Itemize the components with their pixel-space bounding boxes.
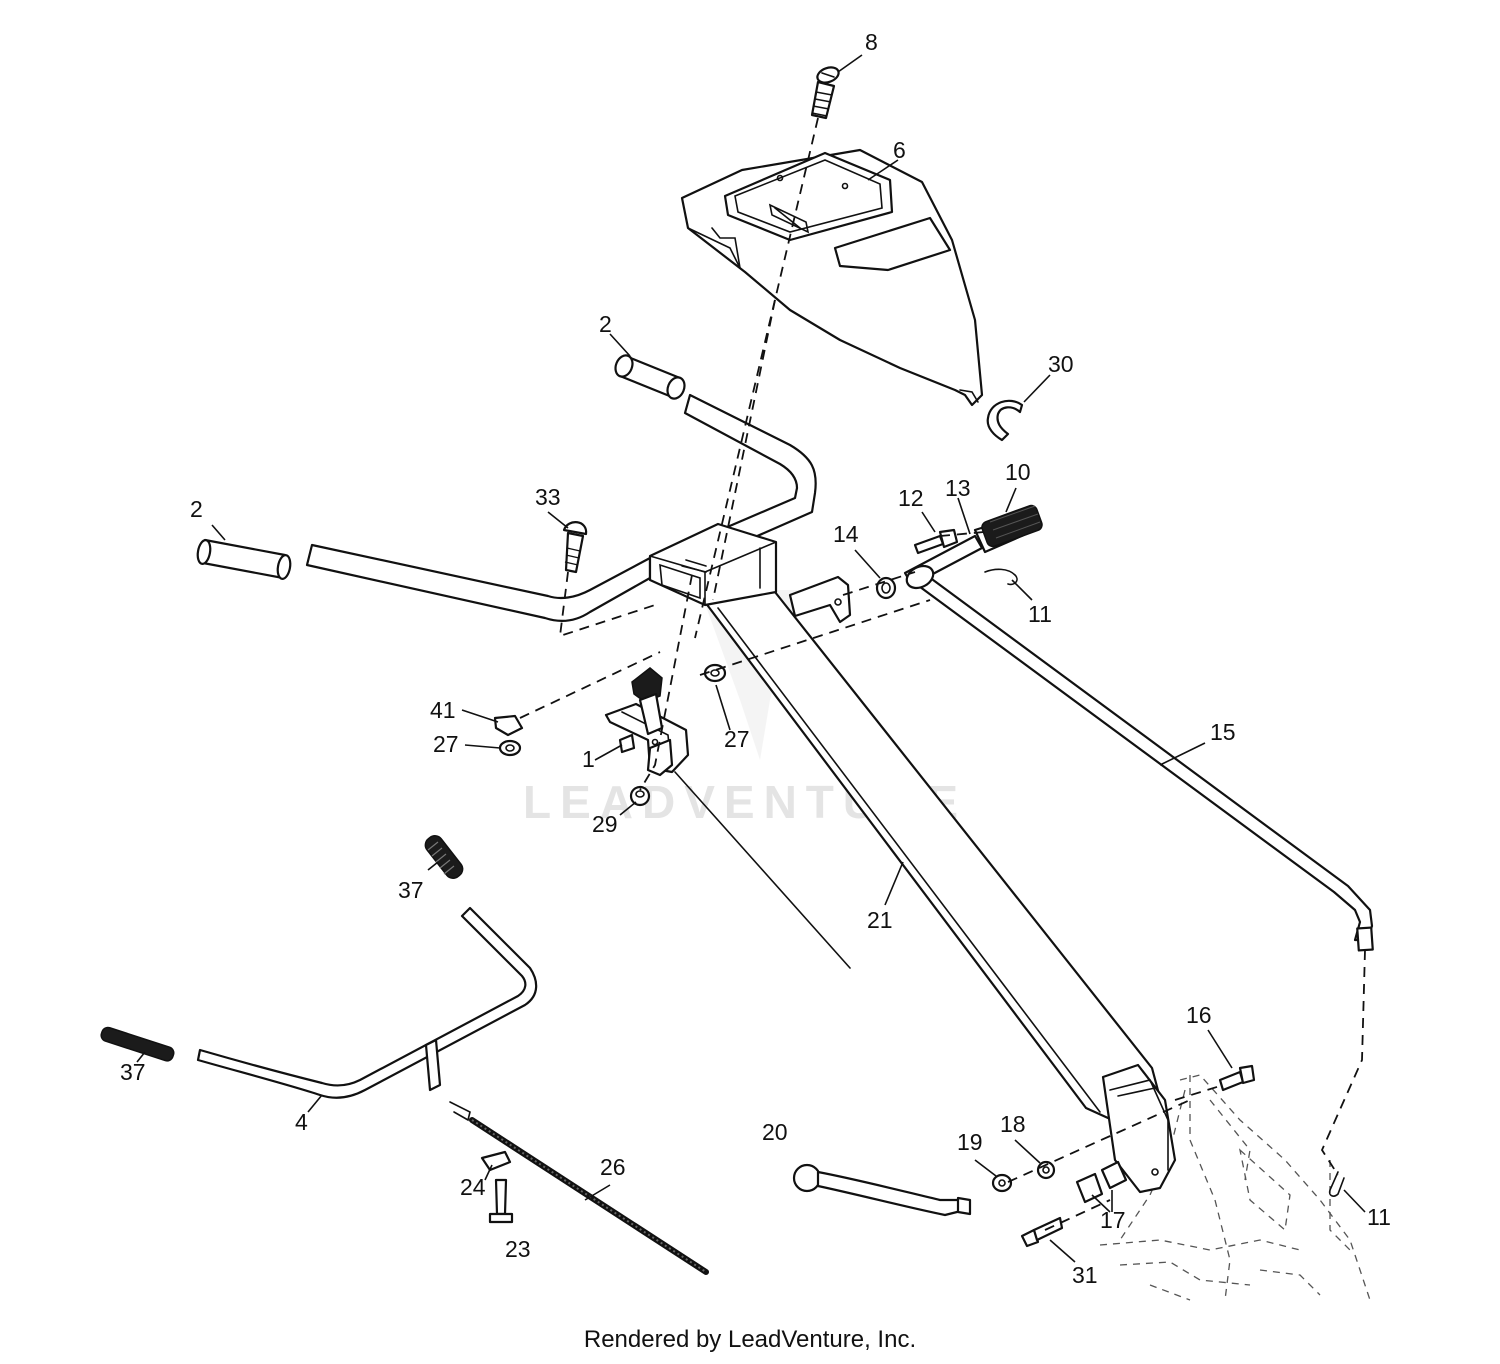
callout-11: 11 xyxy=(1367,1204,1391,1230)
clip-24 xyxy=(480,1150,512,1172)
callout-16: 16 xyxy=(1186,1002,1212,1028)
callout-6: 6 xyxy=(893,137,906,163)
bushing-29 xyxy=(629,785,651,807)
grip-37-lower xyxy=(100,1026,175,1062)
callout-33: 33 xyxy=(535,484,561,510)
bolt-23 xyxy=(488,1178,514,1224)
callout-20: 20 xyxy=(762,1119,788,1145)
lever-bracket xyxy=(604,667,690,777)
nut-27-left xyxy=(498,739,522,757)
spacers-17 xyxy=(1075,1160,1128,1204)
bolt-33 xyxy=(562,521,588,574)
hairpin-11-upper xyxy=(984,568,1018,586)
hairpin-11-lower xyxy=(1328,1171,1345,1197)
spacer-14 xyxy=(875,576,897,600)
callout-37: 37 xyxy=(120,1059,146,1085)
callout-41: 41 xyxy=(430,697,456,723)
cable-26 xyxy=(449,1101,709,1275)
tiller-body-outline xyxy=(1099,1074,1371,1301)
pivot-bracket xyxy=(1101,1063,1177,1194)
callout-31: 31 xyxy=(1072,1262,1098,1288)
callout-14: 14 xyxy=(833,521,859,547)
clip-30 xyxy=(986,399,1024,442)
grip-sleeve-left xyxy=(196,538,292,580)
callout-24: 24 xyxy=(460,1174,486,1200)
washer-19 xyxy=(991,1173,1013,1193)
callout-37: 37 xyxy=(398,877,424,903)
callout-18: 18 xyxy=(1000,1111,1026,1137)
control-rod xyxy=(910,572,1374,952)
callout-17: 17 xyxy=(1100,1207,1126,1233)
grip-sleeve-upper xyxy=(614,354,686,400)
callout-19: 19 xyxy=(957,1129,983,1155)
callout-23: 23 xyxy=(505,1236,531,1262)
side-bracket xyxy=(788,575,852,624)
callout-2: 2 xyxy=(599,311,612,337)
grip-37-upper xyxy=(424,835,464,879)
callout-8: 8 xyxy=(865,29,878,55)
callout-11: 11 xyxy=(1028,601,1052,627)
callout-1: 1 xyxy=(582,746,595,772)
column-tube xyxy=(703,590,1162,1130)
handle-mount-block xyxy=(648,522,778,607)
callout-27: 27 xyxy=(433,731,459,757)
bolt-16 xyxy=(1218,1064,1256,1092)
callout-26: 26 xyxy=(600,1154,626,1180)
callout-13: 13 xyxy=(945,475,971,501)
dash-panel xyxy=(680,148,984,407)
screw-8 xyxy=(810,66,840,120)
callout-15: 15 xyxy=(1210,719,1236,745)
callout-21: 21 xyxy=(867,907,893,933)
assembly-lines xyxy=(519,117,1366,1231)
callout-2: 2 xyxy=(190,496,203,522)
shift-lever xyxy=(792,1163,972,1217)
lower-handle xyxy=(196,906,538,1099)
callout-4: 4 xyxy=(295,1109,308,1135)
bolt-12 xyxy=(913,528,959,555)
control-lever xyxy=(903,504,1043,590)
cable-rod xyxy=(674,771,851,969)
callout-10: 10 xyxy=(1005,459,1031,485)
callout-labels: 8 6 2 30 2 33 12 13 10 14 11 41 27 27 1 … xyxy=(120,29,1391,1288)
callout-30: 30 xyxy=(1048,351,1074,377)
clip-41 xyxy=(493,714,524,737)
callout-12: 12 xyxy=(898,485,924,511)
callout-29: 29 xyxy=(592,811,618,837)
footer-credit: Rendered by LeadVenture, Inc. xyxy=(583,1326,917,1353)
callout-27: 27 xyxy=(724,726,750,752)
bolt-31 xyxy=(1020,1216,1064,1248)
leader-lines xyxy=(136,54,1366,1263)
